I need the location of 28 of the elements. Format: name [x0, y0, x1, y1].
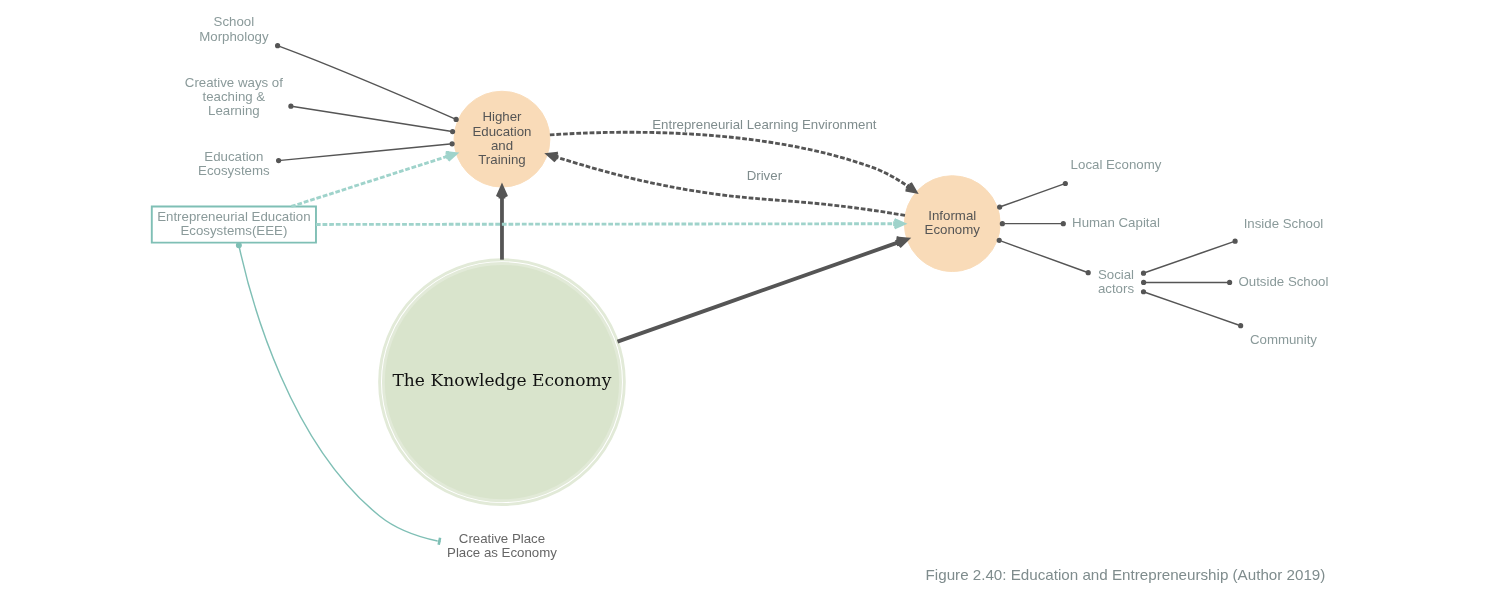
connector	[276, 141, 455, 164]
node-text: Outside School	[1238, 273, 1329, 289]
connector	[275, 43, 459, 122]
connector	[997, 180, 1068, 210]
node-text: Local Economy	[1070, 157, 1162, 173]
node-text: Creative Place Place as Economy	[447, 530, 557, 560]
node-text: Creative ways of teaching & Learning	[184, 74, 283, 119]
arrow	[546, 151, 906, 217]
node-text: School Morphology	[199, 14, 269, 44]
caption: Figure 2.40: Education and Entrepreneurship (Author 2019)	[925, 566, 1326, 584]
connector	[1141, 279, 1233, 286]
arrow	[495, 185, 509, 260]
node-text: Inside School	[1243, 216, 1324, 232]
connector	[1140, 289, 1244, 329]
edge-label: Driver	[746, 168, 783, 184]
arrow	[290, 151, 458, 208]
connector	[996, 237, 1091, 276]
node-text: Education Ecosystems	[198, 149, 270, 179]
arrow	[549, 130, 918, 194]
connector	[288, 103, 456, 135]
edge-label: Entrepreneurial Learning Environment	[652, 116, 877, 132]
node-text: Community	[1249, 331, 1318, 347]
node-text: Human Capital	[1072, 215, 1160, 231]
arrow	[315, 218, 906, 230]
connector	[999, 221, 1066, 227]
node-text: Social actors	[1097, 266, 1135, 297]
connector	[1140, 238, 1238, 276]
node-box: Entrepreneurial Education Ecosystems(EEE)	[150, 205, 317, 244]
